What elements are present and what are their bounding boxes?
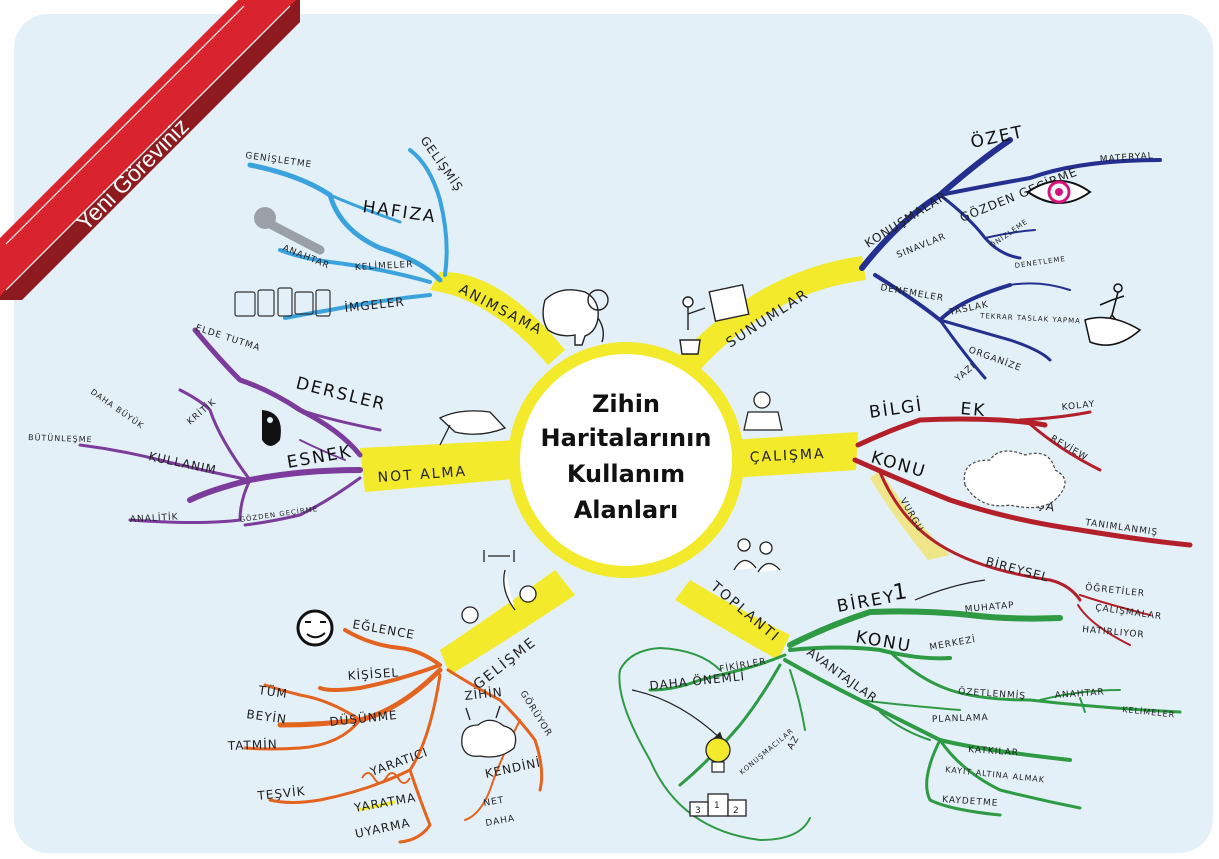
label-birey-number: 1: [891, 579, 910, 606]
label-daha: DAHA: [485, 814, 516, 829]
label-kayit-altina-almak: KAYIT ALTINA ALMAK: [945, 765, 1046, 784]
swirl-decoration: [361, 772, 411, 784]
branch-gelisme: GELİŞME EĞLENCE KİŞİSEL TÜM BEYİN DÜŞÜNM…: [227, 550, 575, 844]
label-imgeler: İMGELER: [344, 294, 406, 315]
label-zihin: ZİHİN: [464, 684, 504, 703]
meeting-icon: [733, 538, 781, 573]
label-tum: TÜM: [257, 681, 289, 701]
hub-arm-gelisme: [440, 570, 575, 675]
label-review: REVİEW: [1049, 433, 1090, 463]
label-beyin: BEYİN: [246, 706, 288, 727]
label-planlama: PLANLAMA: [932, 713, 989, 725]
smiley-icon: [296, 609, 334, 647]
hub-arm-calisma: [730, 432, 858, 478]
label-konusmacilar: KONUŞMACILAR: [738, 727, 795, 777]
brain-icon: [461, 705, 517, 758]
label-bireysel: BİREYSEL: [984, 553, 1051, 584]
label-dersler: DERSLER: [294, 373, 389, 415]
podium-number-2: 2: [733, 806, 740, 816]
label-analitik: ANALİTİK: [130, 511, 179, 525]
book-reader-icon: [743, 391, 783, 431]
branch-sunumlar: SUNUMLAR ÖZET MATERYAL KONUŞMALAR SINAVL…: [679, 120, 1162, 385]
label-daha-buyuk: DAHA BÜYÜK: [89, 386, 146, 430]
label-onizleme: ÖNİZLEME: [988, 217, 1030, 250]
cloud-icon: [963, 450, 1066, 509]
skier-icon: [1084, 283, 1142, 346]
center-hub: Zihin Haritalarının Kullanım Alanları: [508, 342, 744, 578]
podium-icon: [689, 793, 747, 817]
label-tesvik: TEŞVİK: [256, 783, 307, 803]
label-goruyor: GÖRÜYOR: [517, 689, 554, 739]
center-title-line3: Kullanım: [567, 460, 685, 488]
label-katkilar: KATKILAR: [968, 745, 1019, 759]
center-title-line2: Haritalarının: [541, 424, 712, 452]
books-icon: [234, 287, 331, 317]
label-tekrar-taslak-yapma: TEKRAR TASLAK YAPMA: [979, 312, 1081, 325]
branch-calisma: ÇALIŞMA BİLGİ EK KOLAY REVİEW KONU KARMA…: [730, 391, 1193, 646]
label-kolay: KOLAY: [1061, 400, 1096, 413]
label-denetleme: DENETLEME: [1014, 255, 1066, 270]
label-kendini: KENDİNİ: [484, 754, 543, 780]
yaratma-highlight: [357, 800, 396, 812]
label-ek: EK: [960, 399, 988, 421]
label-kaydetme: KAYDETME: [942, 795, 999, 809]
hub-arm-animsama: [430, 271, 565, 365]
pen-nib-icon: [262, 410, 281, 446]
center-title-line1: Zihin: [592, 390, 660, 418]
branch-label-animsama: ANIMSAMA: [456, 281, 545, 339]
ribbon-fold: [0, 0, 300, 300]
label-kelimeler: KELİMELER: [355, 259, 414, 273]
writing-hand-icon: [438, 410, 507, 446]
label-muhatap: MUHATAP: [964, 601, 1015, 615]
elephant-icon: [542, 289, 609, 346]
branch-not-alma: NOT ALMA ELDE TUTMA DERSLER DAHA BÜYÜK K…: [28, 323, 524, 527]
podium-number-1: 1: [714, 801, 721, 811]
branch-label-calisma: ÇALIŞMA: [749, 446, 826, 466]
key-icon: [254, 207, 325, 255]
birey-arrow: [914, 579, 986, 601]
label-hatirliyor: HATIRLIYOR: [1082, 625, 1145, 640]
label-net: NET: [483, 795, 505, 808]
label-materyal: MATERYAL: [1100, 151, 1155, 165]
label-anahtar-toplanti: ANAHTAR: [1055, 688, 1106, 701]
lightbulb-icon: [705, 737, 731, 773]
label-ogretiler: ÖĞRETİLER: [1085, 581, 1146, 599]
hub-arm-toplanti: [675, 580, 790, 660]
label-kelimeler-toplanti: KELİMELER: [1122, 704, 1176, 720]
ribbon-edge-top: [5, 5, 245, 245]
podium-number-3: 3: [695, 806, 702, 816]
label-uyarma: UYARMA: [354, 816, 412, 841]
label-merkezi: MERKEZİ: [929, 634, 977, 653]
label-yazi: YAZI: [953, 361, 978, 385]
label-yaratma: YARATMA: [352, 790, 417, 815]
curved-arrow: [631, 689, 724, 742]
presenter-icon: [679, 283, 750, 355]
center-title-line4: Alanları: [574, 496, 679, 524]
label-ozetlenmis: ÖZETLENMİŞ: [958, 686, 1027, 702]
label-kisisel: KİŞİSEL: [347, 664, 399, 683]
label-bilgi: BİLGİ: [868, 395, 925, 423]
label-calismalar: ÇALIŞMALAR: [1095, 603, 1163, 622]
label-sinavlar: SINAVLAR: [895, 232, 947, 261]
hub-arm-sunumlar: [680, 256, 866, 372]
corner-ribbon: Yeni Göreviniz: [0, 0, 300, 300]
exercise-icon: [461, 550, 537, 624]
label-tatmin: TATMİN: [227, 736, 278, 753]
label-kullanim: KULLANIM: [147, 449, 217, 477]
label-daha-onemli: DAHA ÖNEMLİ: [649, 667, 746, 693]
hub-arm-not-alma: [360, 440, 524, 492]
branch-animsama: ANIMSAMA GENİŞLETME HAFIZA GELİŞMİŞ ANAH…: [234, 133, 609, 365]
label-butunlesme: BÜTÜNLEŞME: [28, 432, 93, 444]
branch-label-not-alma: NOT ALMA: [377, 464, 467, 486]
ribbon-edge-bottom: [5, 5, 291, 291]
eye-icon: [1026, 180, 1092, 204]
